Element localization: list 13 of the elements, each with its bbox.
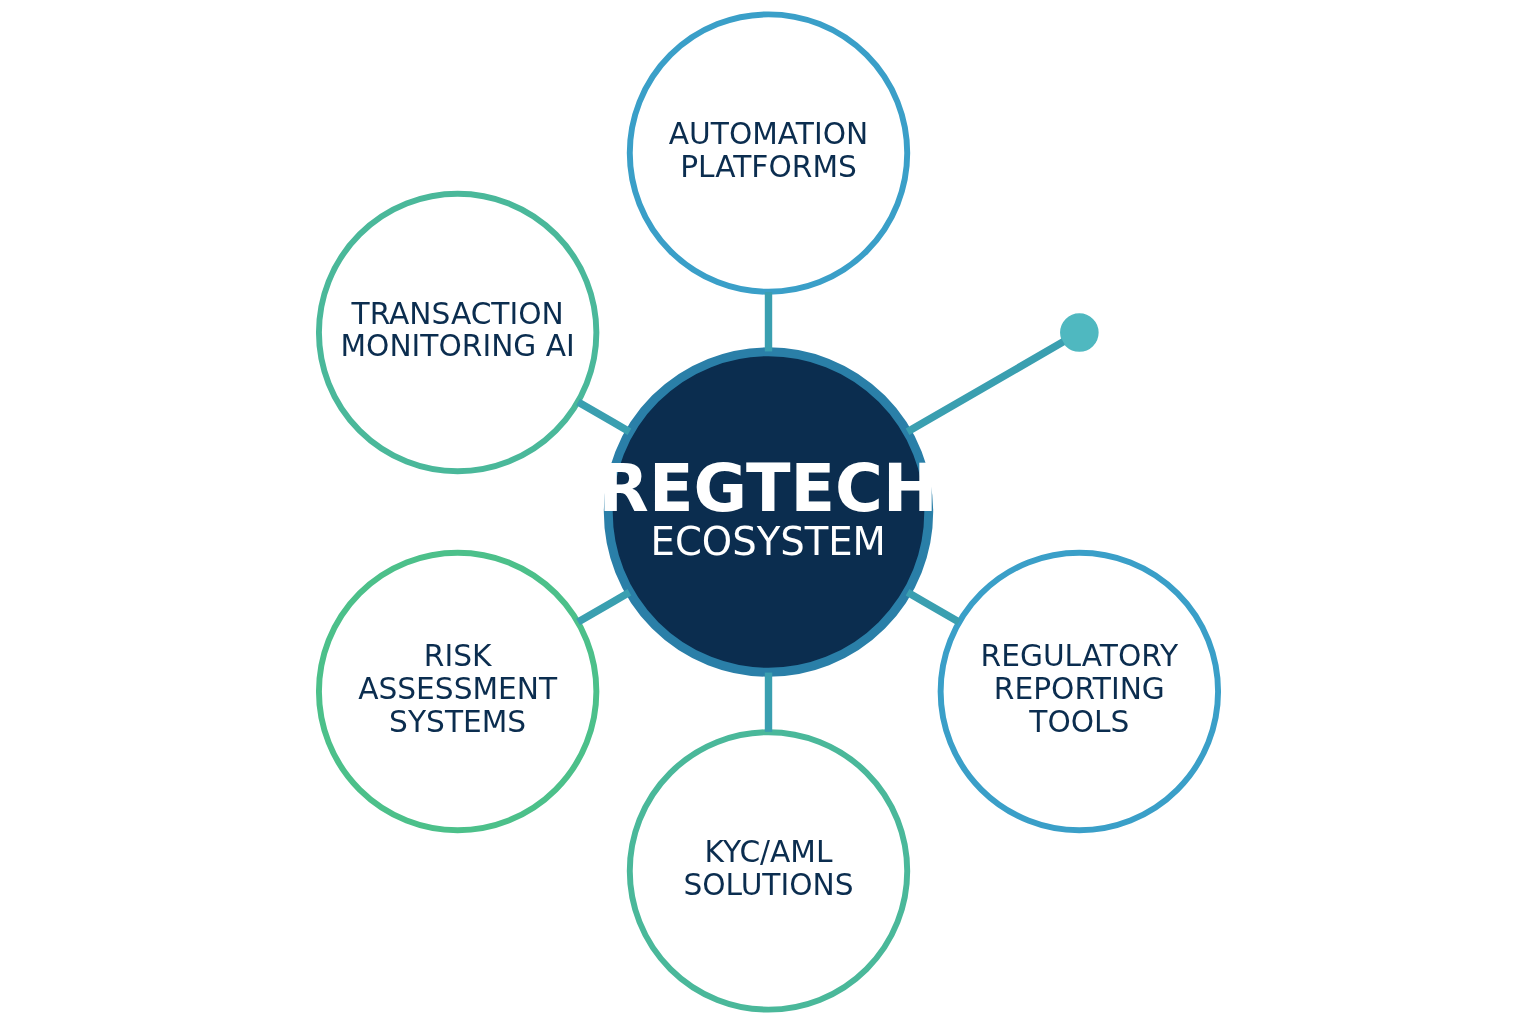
connector <box>905 338 1065 435</box>
connector <box>575 398 631 435</box>
node-circle: RISK ASSESSMENT SYSTEMS <box>315 549 599 834</box>
connector <box>764 672 772 732</box>
node-circle: REGULATORY REPORTING TOOLS <box>937 549 1221 834</box>
node-circle: KYC/AML SOLUTIONS <box>626 729 910 1013</box>
node-circle: REGTECH ECOSYSTEM <box>603 347 933 677</box>
connector <box>764 292 772 352</box>
node-circle: TRANSACTION MONITORING AI <box>315 190 599 475</box>
connector <box>575 589 631 626</box>
connector <box>905 589 961 626</box>
node-circle <box>1059 313 1099 352</box>
node-circle: AUTOMATION PLATFORMS <box>626 11 910 295</box>
